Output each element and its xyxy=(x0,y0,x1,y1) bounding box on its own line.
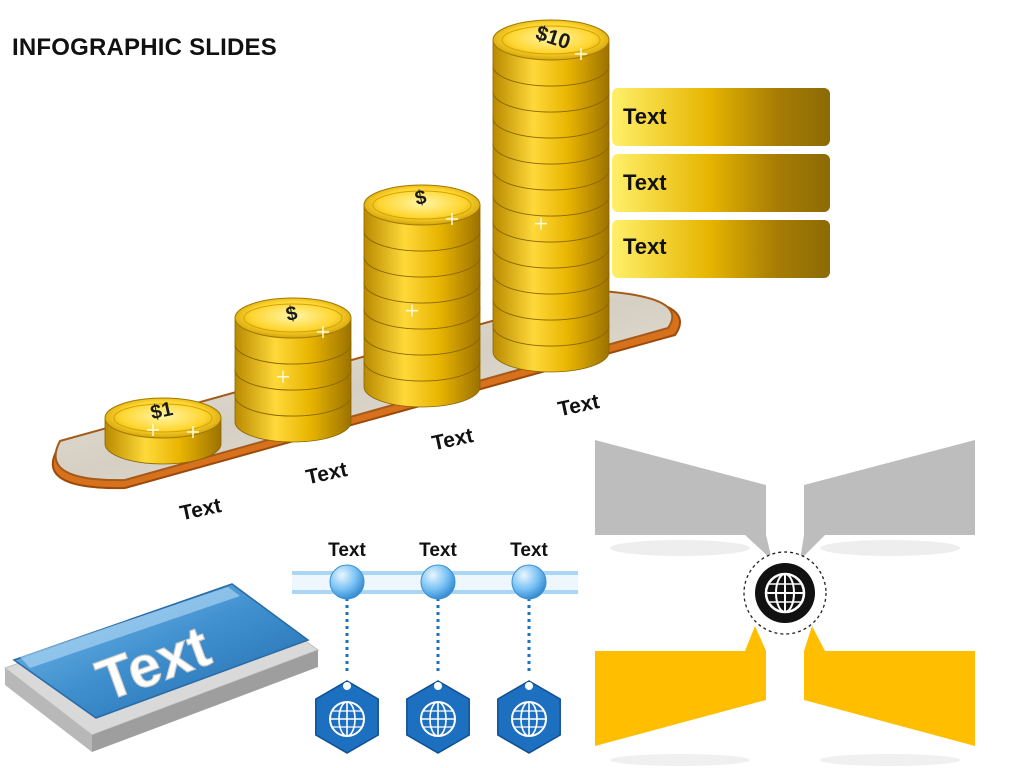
banner-label-2: Text xyxy=(623,170,667,195)
coin-face-label-3: $ xyxy=(413,186,428,210)
hub-globe-icon xyxy=(764,572,806,614)
sparkle xyxy=(535,217,547,230)
banner-label-3: Text xyxy=(623,234,667,259)
globe-badge xyxy=(497,680,561,754)
banner-label-1: Text xyxy=(623,104,667,129)
globe-badge xyxy=(406,680,470,754)
base-label-4: Text xyxy=(556,390,601,421)
timeline-node-2 xyxy=(406,564,470,754)
hub-diagram xyxy=(595,440,975,766)
coin xyxy=(104,397,222,465)
sparkle xyxy=(187,426,199,438)
sparkle xyxy=(406,304,418,317)
banner-1: Text xyxy=(612,88,830,146)
timeline-node-3 xyxy=(497,564,561,754)
globe-icon xyxy=(511,701,547,737)
coin-stack-2 xyxy=(234,297,352,443)
globe-icon xyxy=(420,701,456,737)
timeline-label-1: Text xyxy=(328,540,366,561)
timeline-label-2: Text xyxy=(419,540,457,561)
coin xyxy=(492,19,610,87)
coin-face-label-2: $ xyxy=(284,302,299,326)
banner-3: Text xyxy=(612,220,830,278)
timeline-node-1 xyxy=(315,564,379,754)
coin-stack-1 xyxy=(104,397,222,465)
coin-face-label-1: $1 xyxy=(149,398,175,424)
banner-2: Text xyxy=(612,154,830,212)
base-label-2: Text xyxy=(304,458,349,489)
base-label-1: Text xyxy=(178,494,223,525)
coin-stack-4 xyxy=(492,19,610,373)
hub-panel-bottom-right xyxy=(804,651,975,746)
sparkle xyxy=(147,424,159,436)
coin xyxy=(363,184,481,252)
timeline-nodes xyxy=(315,564,561,754)
hub-panel-bottom-left xyxy=(595,651,766,746)
coin-stack-3 xyxy=(363,184,481,408)
sparkle xyxy=(317,326,329,338)
coin-stacks xyxy=(104,19,610,465)
page-title: INFOGRAPHIC SLIDES xyxy=(12,34,277,61)
hub-panel-top-right xyxy=(804,440,975,535)
text-key-3d: Text xyxy=(3,583,320,752)
sparkle xyxy=(446,213,458,225)
hub-panel-top-left xyxy=(595,440,766,535)
coin xyxy=(234,297,352,365)
timeline-label-3: Text xyxy=(510,540,548,561)
sparkle xyxy=(575,48,587,60)
sparkle xyxy=(277,370,289,383)
globe-badge xyxy=(315,680,379,754)
base-label-3: Text xyxy=(430,424,475,455)
globe-icon xyxy=(329,701,365,737)
